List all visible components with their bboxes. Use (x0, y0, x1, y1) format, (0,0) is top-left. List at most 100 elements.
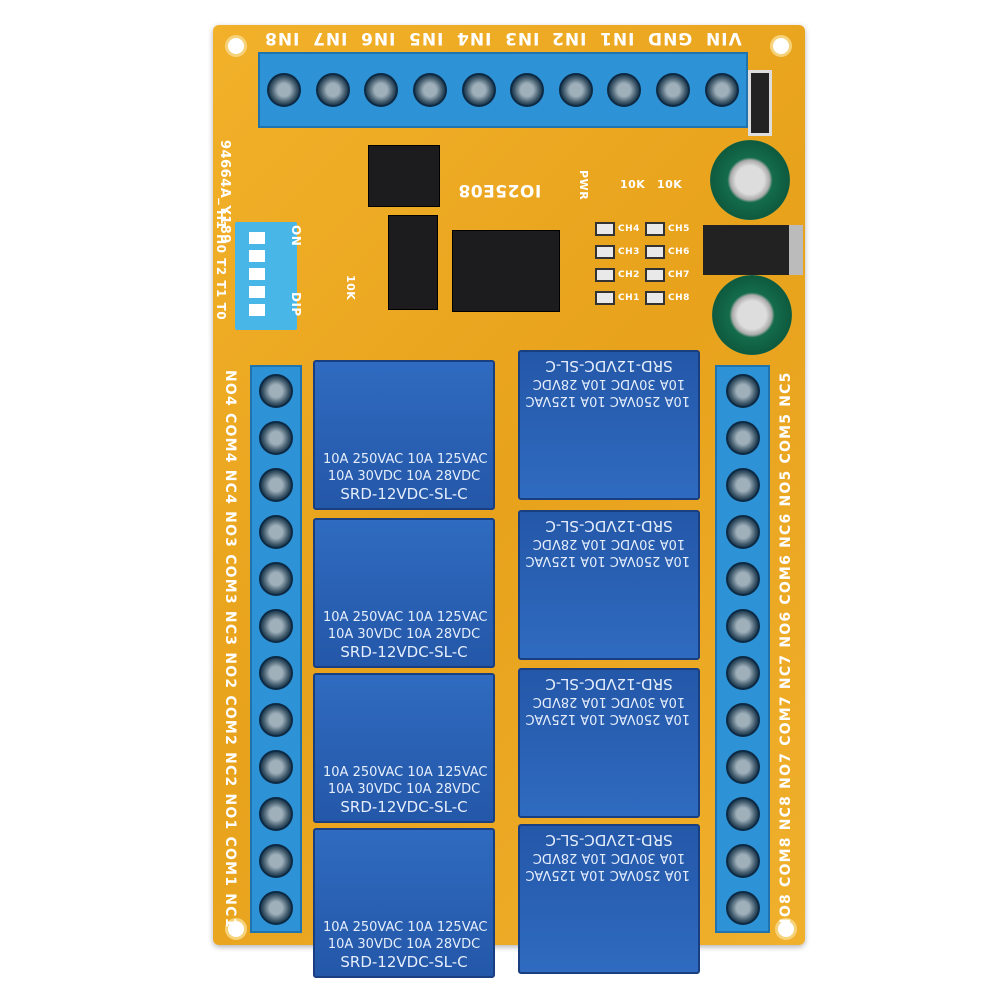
terminal-screw[interactable] (725, 467, 760, 502)
dip-switch[interactable] (235, 222, 297, 330)
terminal-screw[interactable] (259, 561, 293, 596)
relay-model: SRD-12VDC-SL-C (545, 831, 673, 849)
mounting-hole (225, 35, 247, 57)
left-relay-terminals (250, 365, 302, 933)
input-label: IN6 (359, 28, 396, 48)
mounting-hole (775, 918, 797, 940)
channel-led (645, 222, 665, 236)
terminal-screw[interactable] (725, 608, 760, 643)
ic-chip (368, 145, 440, 207)
input-label: IN3 (503, 28, 539, 48)
terminal-screw[interactable] (364, 73, 399, 107)
mounting-hole (225, 918, 247, 940)
channel-led (595, 291, 615, 305)
input-terminal-block (258, 52, 748, 128)
terminal-screw[interactable] (558, 73, 593, 107)
relay-model: SRD-12VDC-SL-C (545, 357, 673, 375)
led-label: CH7 (668, 270, 690, 280)
terminal-screw[interactable] (259, 373, 293, 408)
capacitor (712, 275, 792, 355)
terminal-screw[interactable] (725, 749, 760, 784)
resistor-label: 10K (657, 178, 683, 191)
relay-board-pcb (213, 25, 805, 945)
right-relay-terminals (715, 365, 770, 933)
channel-led (645, 245, 665, 259)
channel-led (645, 268, 665, 282)
terminal-screw[interactable] (259, 420, 293, 455)
relay-rating: 10A 250VAC 10A 125VAC (525, 867, 691, 882)
relay-rating: 10A 30VDC 10A 28VDC (327, 782, 481, 797)
terminal-screw[interactable] (267, 73, 302, 107)
terminal-screw[interactable] (725, 514, 760, 549)
right-terminal-labels: NO8 COM8 NC8 NO7 COM7 NC7 NO6 COM6 NC6 N… (778, 371, 794, 930)
led-label: CH1 (618, 293, 640, 303)
terminal-screw[interactable] (259, 702, 293, 737)
relay-rating: 10A 30VDC 10A 28VDC (327, 627, 481, 642)
terminal-screw[interactable] (725, 655, 760, 690)
terminal-screw[interactable] (704, 73, 739, 107)
pwr-label: PWR (577, 170, 590, 201)
terminal-screw[interactable] (725, 796, 760, 831)
chip-label: IO25E08 (458, 180, 542, 200)
relay-model: SRD-12VDC-SL-C (545, 675, 673, 693)
ic-chip-main (452, 230, 560, 312)
terminal-screw[interactable] (259, 890, 293, 925)
relay-rating: 10A 250VAC 10A 125VAC (525, 553, 691, 568)
relay: 10A 250VAC 10A 125VAC 10A 30VDC 10A 28VDC… (518, 824, 700, 974)
terminal-screw[interactable] (725, 373, 760, 408)
terminal-screw[interactable] (725, 890, 760, 925)
channel-led (595, 268, 615, 282)
terminal-screw[interactable] (607, 73, 642, 107)
dip-on-label: ON (289, 225, 303, 247)
relay-rating: 10A 250VAC 10A 125VAC (323, 610, 488, 625)
mounting-hole (770, 35, 792, 57)
terminal-screw[interactable] (259, 749, 293, 784)
relay: 10A 250VAC 10A 125VAC 10A 30VDC 10A 28VDC… (313, 828, 495, 978)
terminal-screw[interactable] (259, 655, 293, 690)
led-label: CH8 (668, 293, 690, 303)
relay-rating: 10A 250VAC 10A 125VAC (323, 765, 488, 780)
resistor-label: 10K (620, 178, 646, 191)
terminal-screw[interactable] (461, 73, 496, 107)
terminal-screw[interactable] (725, 561, 760, 596)
left-terminal-labels: NO4 COM4 NC4 NO3 COM3 NC3 NO2 COM2 NC2 N… (222, 370, 238, 929)
relay-rating: 10A 30VDC 10A 28VDC (532, 850, 686, 865)
relay-rating: 10A 30VDC 10A 28VDC (327, 937, 481, 952)
capacitor (710, 140, 790, 220)
terminal-screw[interactable] (725, 420, 760, 455)
relay-rating: 10A 250VAC 10A 125VAC (323, 920, 488, 935)
voltage-regulator (703, 225, 803, 275)
input-label: IN8 (264, 28, 300, 48)
relay: 10A 250VAC 10A 125VAC 10A 30VDC 10A 28VDC… (313, 673, 495, 823)
terminal-screw[interactable] (510, 73, 545, 107)
led-label: CH5 (668, 224, 690, 234)
terminal-screw[interactable] (413, 73, 448, 107)
terminal-screw[interactable] (315, 73, 350, 107)
relay-rating: 10A 250VAC 10A 125VAC (525, 393, 691, 408)
relay-model: SRD-12VDC-SL-C (340, 485, 468, 503)
relay-rating: 10A 30VDC 10A 28VDC (327, 469, 481, 484)
relay-model: SRD-12VDC-SL-C (340, 798, 468, 816)
resistor-label: 10K (344, 275, 357, 301)
terminal-screw[interactable] (259, 796, 293, 831)
terminal-screw[interactable] (725, 702, 760, 737)
terminal-screw[interactable] (259, 514, 293, 549)
terminal-screw[interactable] (259, 843, 293, 878)
relay-model: SRD-12VDC-SL-C (340, 953, 468, 971)
terminal-screw[interactable] (259, 608, 293, 643)
led-label: CH3 (618, 247, 640, 257)
dip-function-labels: H1 H0 T2 T1 T0 (214, 210, 228, 321)
terminal-screw[interactable] (725, 843, 760, 878)
terminal-screw[interactable] (656, 73, 691, 107)
relay-model: SRD-12VDC-SL-C (340, 643, 468, 661)
input-label: IN4 (455, 28, 492, 48)
led-label: CH4 (618, 224, 640, 234)
terminal-screw[interactable] (259, 467, 293, 502)
led-label: CH2 (618, 270, 640, 280)
relay-rating: 10A 250VAC 10A 125VAC (323, 452, 488, 467)
